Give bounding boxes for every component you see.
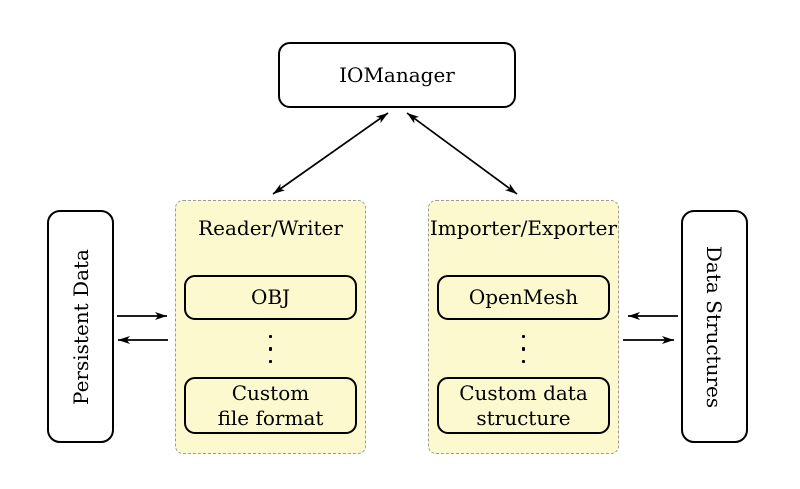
- importer-exporter-container: Importer/Exporter OpenMesh Custom data s…: [428, 200, 619, 454]
- vertical-ellipsis-icon: [176, 335, 365, 363]
- custom-file-format-node: Custom file format: [184, 377, 357, 434]
- obj-label: OBJ: [250, 285, 291, 309]
- vertical-ellipsis-icon: [429, 335, 618, 363]
- iomanager-node: IOManager: [278, 42, 516, 108]
- reader-writer-title: Reader/Writer: [198, 216, 343, 240]
- openmesh-label: OpenMesh: [468, 285, 579, 309]
- importer-exporter-title: Importer/Exporter: [429, 216, 618, 240]
- data-structures-label: Data Structures: [702, 245, 727, 408]
- persistent-data-node: Persistent Data: [47, 210, 114, 443]
- reader-writer-container: Reader/Writer OBJ Custom file format: [175, 200, 366, 454]
- custom-data-structure-line1: Custom data: [459, 380, 588, 405]
- obj-node: OBJ: [184, 275, 357, 320]
- custom-data-structure-node: Custom data structure: [437, 377, 610, 434]
- data-structures-node: Data Structures: [681, 210, 748, 443]
- custom-file-format-line2: file format: [217, 405, 324, 430]
- arrow-iomanager-importerexporter: [406, 112, 518, 195]
- persistent-data-label: Persistent Data: [68, 248, 93, 405]
- arrow-iomanager-readerwriter: [272, 112, 389, 195]
- openmesh-node: OpenMesh: [437, 275, 610, 320]
- custom-data-structure-line2: structure: [476, 405, 571, 430]
- iomanager-label: IOManager: [339, 63, 455, 87]
- custom-file-format-line1: Custom: [231, 380, 310, 405]
